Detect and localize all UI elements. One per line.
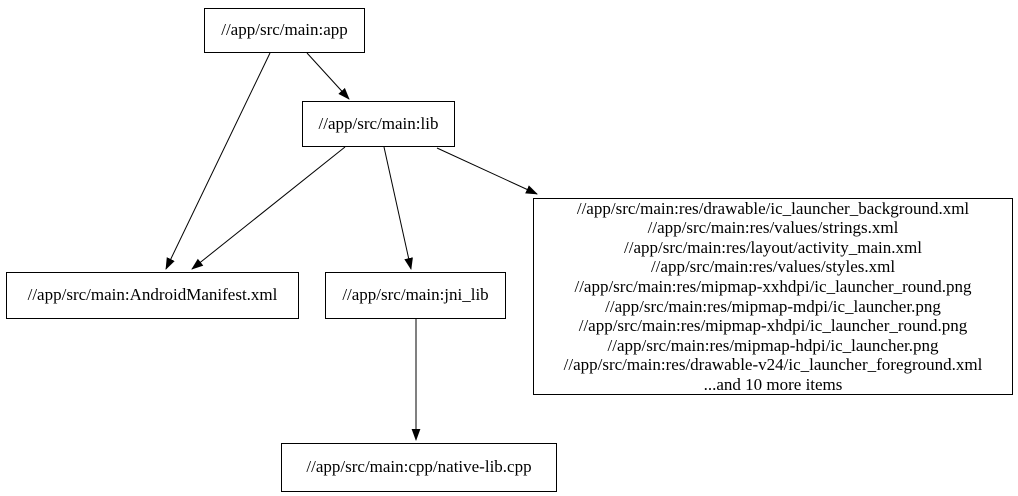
- node-native-lib-cpp-label: //app/src/main:cpp/native-lib.cpp: [306, 457, 532, 477]
- node-app: //app/src/main:app: [204, 8, 365, 53]
- edge-app-to-manifest: [165, 52, 271, 270]
- edge-lib-to-manifest: [191, 146, 346, 270]
- edge-app-to-lib: [306, 52, 350, 100]
- node-jni-lib: //app/src/main:jni_lib: [325, 272, 506, 319]
- resource-more-items: ...and 10 more items: [703, 374, 843, 394]
- resource-item: //app/src/main:res/values/styles.xml: [650, 257, 896, 277]
- resource-item: //app/src/main:res/mipmap-xxhdpi/ic_laun…: [574, 276, 972, 296]
- resource-item: //app/src/main:res/mipmap-hdpi/ic_launch…: [607, 335, 939, 355]
- resource-item: //app/src/main:res/mipmap-mdpi/ic_launch…: [605, 296, 941, 316]
- node-lib-label: //app/src/main:lib: [318, 113, 439, 133]
- node-android-manifest-label: //app/src/main:AndroidManifest.xml: [27, 285, 278, 305]
- resource-item: //app/src/main:res/drawable/ic_launcher_…: [576, 198, 970, 218]
- node-android-manifest: //app/src/main:AndroidManifest.xml: [6, 272, 299, 319]
- node-native-lib-cpp: //app/src/main:cpp/native-lib.cpp: [281, 443, 557, 492]
- edge-lib-to-resources: [436, 147, 538, 195]
- node-app-label: //app/src/main:app: [221, 20, 348, 40]
- resource-item: //app/src/main:res/values/strings.xml: [647, 218, 899, 238]
- resource-item: //app/src/main:res/drawable-v24/ic_launc…: [563, 355, 983, 375]
- resource-item: //app/src/main:res/mipmap-xhdpi/ic_launc…: [578, 316, 968, 336]
- node-lib: //app/src/main:lib: [302, 101, 455, 147]
- edge-lib-to-jni-lib: [383, 146, 413, 270]
- resource-item: //app/src/main:res/layout/activity_main.…: [624, 237, 922, 257]
- node-jni-lib-label: //app/src/main:jni_lib: [342, 285, 489, 305]
- node-resources-group: //app/src/main:res/drawable/ic_launcher_…: [533, 198, 1013, 395]
